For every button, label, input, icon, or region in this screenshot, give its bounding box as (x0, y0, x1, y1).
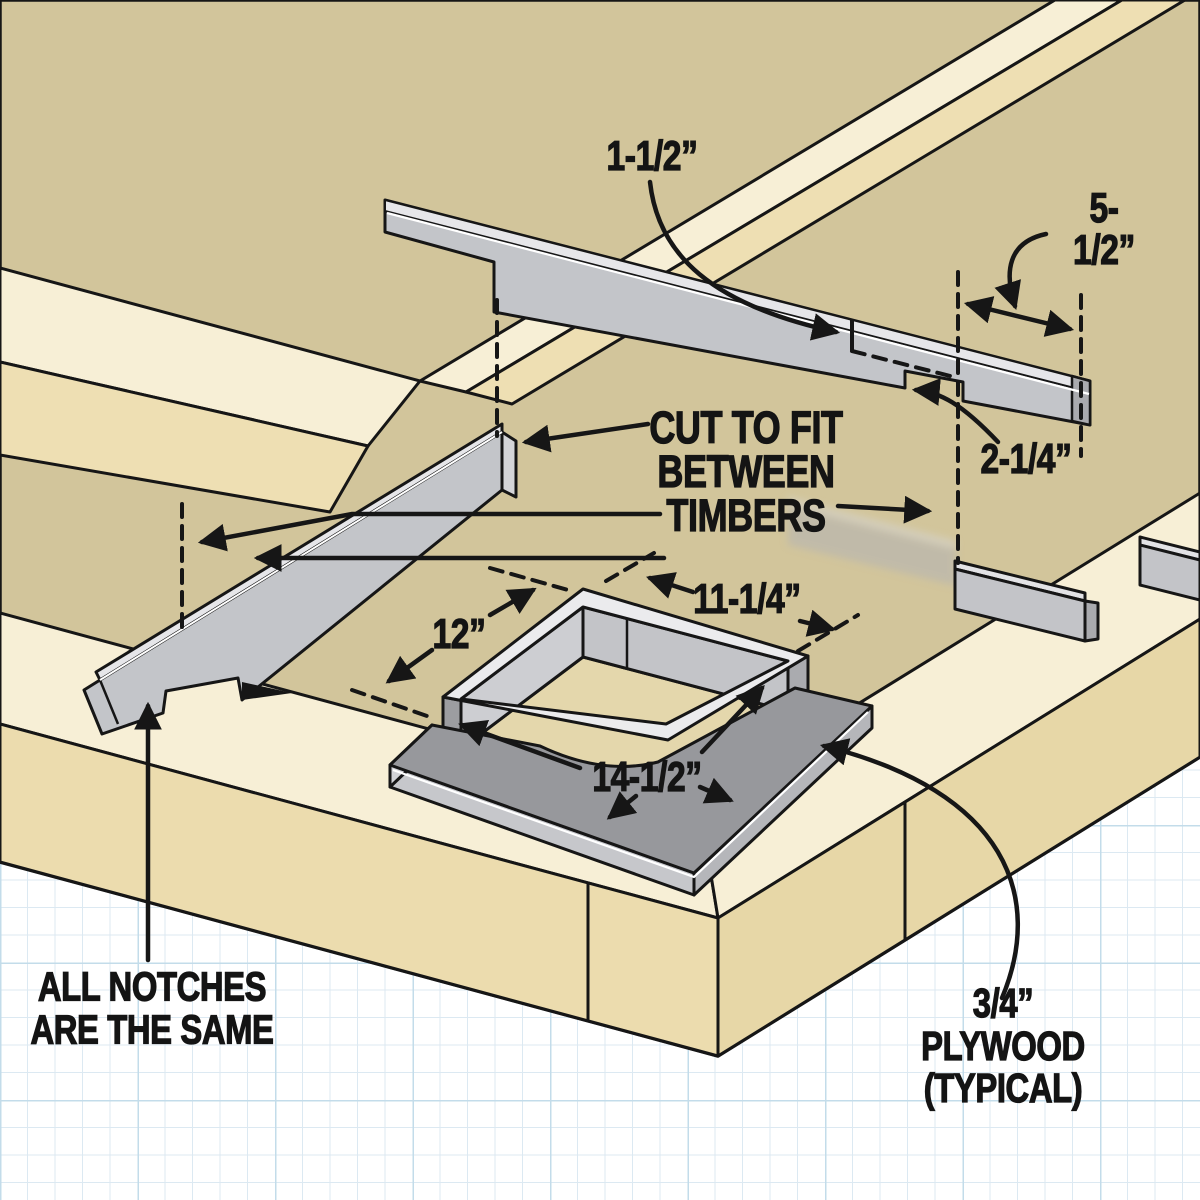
leader-right (835, 495, 933, 524)
floating-strip-highlight (386, 211, 1090, 396)
small-right-strips (953, 535, 1200, 643)
dim-label-2-1-4: 2-1/4” (980, 435, 1072, 482)
callout-1-1-2-arrow (647, 179, 841, 341)
dim-14-1-2-downleft (606, 791, 639, 820)
far-strip-face (1138, 543, 1200, 602)
note-cut-to-fit: CUT TO FIT BETWEEN TIMBERS (649, 401, 844, 542)
floating-strip-end-face (1070, 374, 1092, 427)
dashed-reference-lines (180, 270, 1083, 719)
ghost-strip (788, 497, 956, 586)
leader-left-bend (197, 511, 663, 552)
dashed-tick-12-top (488, 566, 570, 592)
callout-2-1-4-arrow (911, 378, 1001, 445)
standing-strip-face (82, 430, 504, 736)
hidden-notch-line (850, 349, 960, 380)
dim-label-12: 12” (432, 610, 486, 657)
notch-shadow (242, 682, 292, 700)
leader-left-short (521, 421, 651, 453)
dim-14-1-2-left (458, 720, 583, 771)
note-plywood: 3/4” PLYWOOD (TYPICAL) (921, 980, 1086, 1112)
plate-arris-highlight (392, 711, 869, 879)
dim-label-5-1-2: 5-1/2” (1073, 184, 1136, 273)
dim-14-1-2-right (697, 777, 734, 804)
dim-label-14-1-2: 14-1/2” (592, 753, 703, 800)
dim-12-lower (385, 647, 435, 684)
standing-divider-strip (82, 422, 518, 736)
dashed-tick-12-bottom (350, 688, 432, 719)
dim-12-upper (487, 587, 537, 618)
dim-label-11-1-4: 11-1/4” (693, 575, 802, 622)
dim-11-1-4-right (797, 609, 837, 637)
dim-5-1-2-arrow (963, 296, 1075, 337)
small-strip-end-face (1083, 599, 1100, 643)
callout-5-1-2-arrow (994, 231, 1049, 310)
standing-strip-end-arris (98, 679, 120, 725)
far-strip-top-edge (1138, 535, 1200, 562)
annotations (134, 179, 1083, 1001)
box-top-rim (441, 587, 810, 742)
dim-11-1-4-left (646, 572, 696, 599)
dim-label-1-1-2: 1-1/2” (606, 132, 698, 179)
dim-14-1-2-upright (699, 684, 765, 755)
note-all-notches: ALL NOTCHES ARE THE SAME (30, 963, 274, 1052)
timber-middle-side (0, 360, 370, 514)
floating-notched-strip (383, 198, 1092, 427)
callout-plywood-arrow (819, 738, 1021, 1001)
standing-strip-end-face (500, 430, 518, 499)
